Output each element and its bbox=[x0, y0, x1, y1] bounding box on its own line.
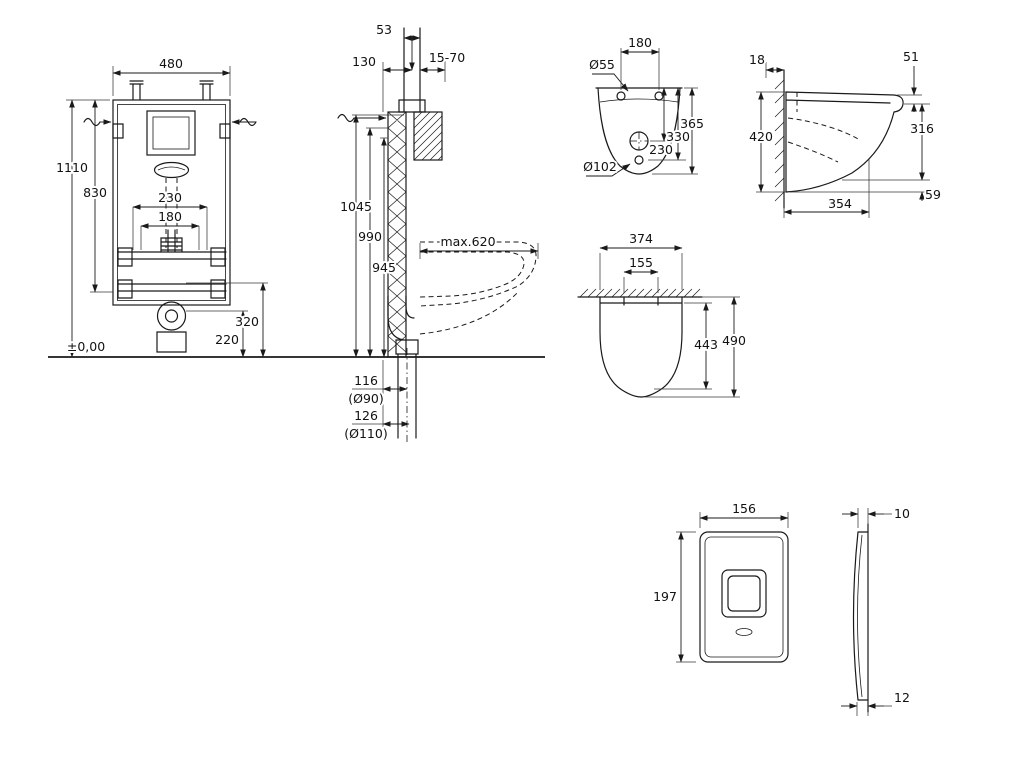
plate-front-extension-lines bbox=[676, 512, 789, 663]
fixing-hole-right bbox=[654, 91, 664, 101]
frame-outline bbox=[112, 99, 231, 306]
dim-outlet-top-height: 320 bbox=[235, 314, 259, 329]
bowl-side-hidden-lines bbox=[787, 92, 861, 163]
cistern-section-hatch bbox=[413, 111, 443, 161]
bowl-side-outline bbox=[785, 91, 904, 193]
frame-profile-crosshatch bbox=[387, 111, 407, 353]
dim-adjust-range: 15-70 bbox=[429, 50, 465, 65]
dim-height-2: 990 bbox=[358, 229, 382, 244]
dim-height: 420 bbox=[749, 129, 773, 144]
flush-bend-outer bbox=[156, 301, 187, 331]
dim-wall-gap: 18 bbox=[749, 52, 765, 67]
dim-height-3: 945 bbox=[372, 260, 396, 275]
dim-depth: 354 bbox=[828, 196, 852, 211]
dim-frame-width: 480 bbox=[159, 56, 183, 71]
dim-bowl-depth: 490 bbox=[722, 333, 746, 348]
frame-profile bbox=[387, 111, 407, 358]
dim-bowl-hole-spacing: 155 bbox=[629, 255, 653, 270]
plate-side-profile bbox=[852, 531, 869, 701]
dim-seat-front: 51 bbox=[903, 49, 919, 64]
frame-inner-outline bbox=[117, 104, 226, 301]
wall-hatch bbox=[774, 79, 785, 202]
view-plate-side: 10 12 bbox=[841, 504, 912, 716]
dim-bottom-height: 59 bbox=[925, 187, 941, 202]
frame-rails-and-brackets bbox=[112, 123, 231, 299]
inspection-window-inner bbox=[152, 116, 190, 150]
view-plate-front: 156 197 bbox=[651, 499, 789, 663]
wall-fixing-squiggle-left bbox=[83, 117, 101, 127]
dim-hole-spacing: 180 bbox=[628, 35, 652, 50]
dim-height-1: 1045 bbox=[340, 199, 372, 214]
frame-top-bolts bbox=[129, 80, 214, 101]
floor-level-label: ±0,00 bbox=[67, 339, 105, 354]
dim-drain-dia-2: (Ø110) bbox=[344, 426, 387, 441]
dim-plate-bottom-gap: 12 bbox=[894, 690, 910, 705]
plate-outline bbox=[699, 531, 789, 663]
bowl-side-extension-lines bbox=[756, 62, 930, 218]
dim-outlet-center-height: 220 bbox=[215, 332, 239, 347]
seat-joint-line bbox=[599, 98, 679, 103]
flush-button-outer bbox=[721, 569, 767, 618]
dim-frame-height-total: 1110 bbox=[56, 160, 88, 175]
dim-plate-thickness: 10 bbox=[894, 506, 910, 521]
brand-logo-oval bbox=[153, 161, 190, 179]
wall-hatch-bottom-view bbox=[579, 288, 701, 298]
outlet-dia-leader bbox=[586, 163, 631, 177]
frame-top-squiggle bbox=[337, 113, 355, 123]
fixing-hole-left bbox=[616, 91, 626, 101]
outlet-bend bbox=[387, 295, 419, 439]
plate-side-extension-lines bbox=[856, 508, 892, 716]
hidden-flush-pipe bbox=[165, 178, 178, 248]
flush-button-inner bbox=[727, 575, 761, 612]
view-bowl-top: 180 Ø55 365 330 230 Ø102 bbox=[581, 33, 706, 177]
dim-max-depth: max.620 bbox=[440, 234, 495, 249]
dim-body-height: 316 bbox=[910, 121, 934, 136]
dim-depth-1: 365 bbox=[680, 116, 704, 131]
view-bowl-bottom: 374 155 443 490 bbox=[577, 229, 748, 398]
flush-bend-inner bbox=[164, 309, 179, 323]
plate-side-inner-line bbox=[857, 534, 863, 698]
dim-plate-height: 197 bbox=[653, 589, 677, 604]
dim-inlet-dia: Ø55 bbox=[589, 57, 615, 72]
frame-front-extension-lines bbox=[66, 66, 268, 312]
dim-plate-width: 156 bbox=[732, 501, 756, 516]
dim-pipe: 53 bbox=[376, 22, 392, 37]
dim-wall-distance: 130 bbox=[352, 54, 376, 69]
dim-bowl-width: 374 bbox=[629, 231, 653, 246]
dim-mount-inner-width: 180 bbox=[158, 209, 182, 224]
dim-depth-3: 230 bbox=[649, 142, 673, 157]
bowl-top-outline bbox=[597, 87, 681, 175]
plate-logo-oval bbox=[735, 628, 753, 636]
view-bowl-side: 18 51 420 316 59 354 bbox=[747, 47, 943, 218]
dim-inner-depth: 443 bbox=[694, 337, 718, 352]
bowl-bottom-extension-lines bbox=[599, 253, 740, 398]
brand-logo-swoosh bbox=[157, 166, 186, 171]
inlet-dia-leader bbox=[592, 73, 629, 92]
inspection-window bbox=[146, 110, 196, 156]
view-frame-side: 53 130 15-70 1045 990 945 max.620 116 (Ø… bbox=[337, 20, 539, 444]
dim-drain-dia-1: (Ø90) bbox=[348, 391, 384, 406]
dim-outlet-dia: Ø102 bbox=[583, 159, 617, 174]
dim-depth-2: 330 bbox=[666, 129, 690, 144]
dim-drain-offset-1: 116 bbox=[354, 373, 378, 388]
plate-inner-edge bbox=[704, 536, 784, 658]
dim-frame-height-upper: 830 bbox=[83, 185, 107, 200]
outlet-center-hole bbox=[634, 155, 644, 165]
dim-drain-offset-2: 126 bbox=[354, 408, 378, 423]
hole-centerlines bbox=[630, 132, 648, 150]
outlet-socket bbox=[156, 331, 187, 353]
view-frame-front: 480 1110 830 230 180 320 220 ±0,00 bbox=[54, 54, 268, 358]
bowl-bottom-outline bbox=[599, 296, 683, 398]
dim-mount-width: 230 bbox=[158, 190, 182, 205]
toilet-outline-dashed bbox=[419, 241, 537, 335]
